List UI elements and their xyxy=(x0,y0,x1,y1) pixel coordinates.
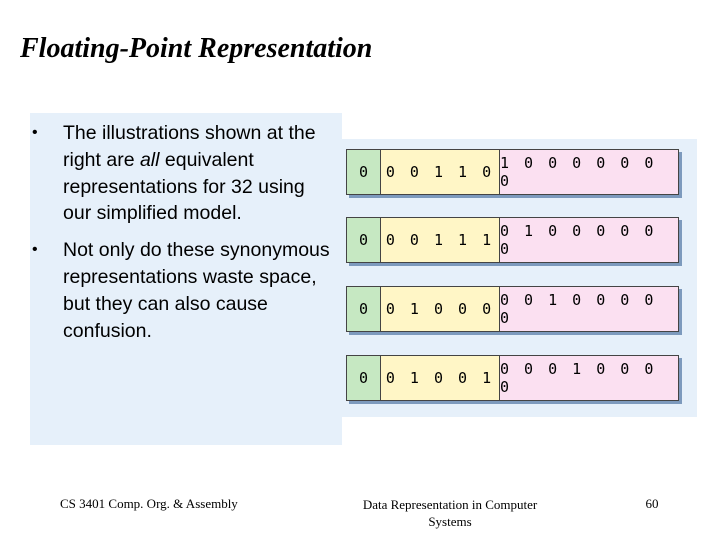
sign-bit-field: 0 xyxy=(347,218,381,262)
bullet-emphasis: all xyxy=(139,148,160,171)
representation-row: 0 0 1 0 0 0 0 0 1 0 0 0 0 0 xyxy=(346,286,679,332)
representation-row: 0 0 1 0 0 1 0 0 0 1 0 0 0 0 xyxy=(346,355,679,401)
bullet-text: Not only do these synonymous representat… xyxy=(63,239,330,342)
bullet-marker: • xyxy=(32,124,38,141)
footer-course: CS 3401 Comp. Org. & Assembly xyxy=(60,496,238,511)
bullet-text-end: equivalent representations for 32 using … xyxy=(63,148,305,225)
significand-field: 0 0 1 0 0 0 0 0 xyxy=(500,287,678,331)
representations-diagram: 0 0 0 1 1 0 1 0 0 0 0 0 0 0 0 0 0 1 1 1 … xyxy=(342,139,697,417)
representation-row: 0 0 0 1 1 1 0 1 0 0 0 0 0 0 xyxy=(346,217,679,263)
bullet-marker: • xyxy=(32,241,38,259)
exponent-field: 0 0 1 1 1 xyxy=(381,218,500,262)
bullet-item-2: • Not only do these synonymous represent… xyxy=(30,237,342,344)
sign-bit-field: 0 xyxy=(347,287,381,331)
significand-field: 0 0 0 1 0 0 0 0 xyxy=(500,356,678,400)
bullet-text-start: The illustrations shown at the right are xyxy=(63,122,316,171)
page-number: 60 xyxy=(645,496,659,511)
representation-row: 0 0 0 1 1 0 1 0 0 0 0 0 0 0 xyxy=(346,149,679,195)
bullet-item-1: • The illustrations shown at the right a… xyxy=(30,120,342,227)
bullet-list: • The illustrations shown at the right a… xyxy=(30,120,342,354)
exponent-field: 0 0 1 1 0 xyxy=(381,150,500,194)
significand-field: 1 0 0 0 0 0 0 0 xyxy=(500,150,678,194)
significand-field: 0 1 0 0 0 0 0 0 xyxy=(500,218,678,262)
exponent-field: 0 1 0 0 0 xyxy=(381,287,500,331)
slide-title: Floating-Point Representation xyxy=(20,33,373,64)
sign-bit-field: 0 xyxy=(347,150,381,194)
text-panel: • The illustrations shown at the right a… xyxy=(30,113,342,445)
sign-bit-field: 0 xyxy=(347,356,381,400)
footer-chapter: Data Representation in Computer Systems xyxy=(362,497,538,529)
exponent-field: 0 1 0 0 1 xyxy=(381,356,500,400)
